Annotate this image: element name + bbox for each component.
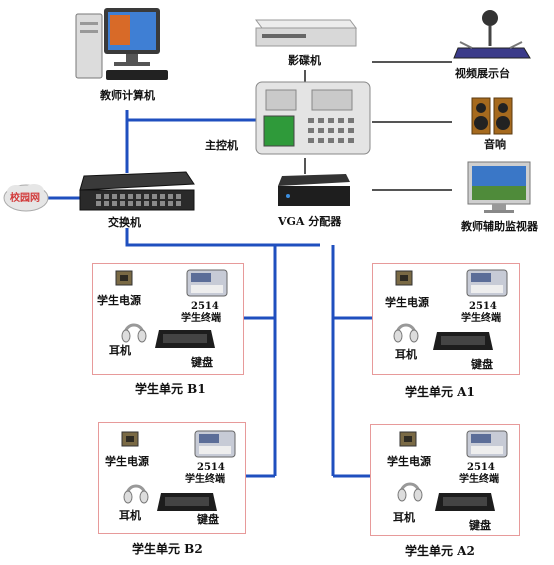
keyboard-label: 键盘 — [471, 358, 493, 371]
student-terminal-label: 学生终端 — [185, 474, 225, 485]
student-unit-a1[interactable]: 学生电源 2514 学生终端 耳机 键盘 — [372, 263, 520, 375]
student-unit-a1-title: 学生单元 A1 — [405, 385, 475, 399]
visualizer-icon[interactable] — [452, 4, 532, 64]
student-terminal-label: 学生终端 — [181, 313, 221, 324]
headphones-label: 耳机 — [109, 344, 131, 357]
student-terminal-icon — [186, 269, 228, 297]
student-unit-b2[interactable]: 学生电源 2514 学生终端 耳机 键盘 — [98, 422, 246, 534]
keyboard-icon — [155, 330, 215, 348]
student-power-label: 学生电源 — [97, 294, 141, 307]
student-power-icon — [115, 270, 133, 286]
terminal-model-label: 2514 — [469, 301, 497, 312]
keyboard-label: 键盘 — [197, 513, 219, 526]
speaker-icon[interactable] — [470, 96, 516, 136]
student-unit-a2[interactable]: 学生电源 2514 学生终端 耳机 键盘 — [370, 424, 520, 536]
keyboard-icon — [433, 332, 493, 350]
headphones-label: 耳机 — [119, 509, 141, 522]
campus-network-label: 校园网 — [10, 193, 40, 204]
main-controller-label: 主控机 — [205, 139, 238, 152]
headphones-label: 耳机 — [393, 511, 415, 524]
student-unit-b2-title: 学生单元 B2 — [132, 542, 203, 556]
headphones-icon — [121, 323, 147, 343]
student-terminal-icon — [466, 430, 508, 458]
keyboard-icon — [435, 493, 495, 511]
student-terminal-icon — [194, 430, 236, 458]
terminal-model-label: 2514 — [191, 301, 219, 312]
campus-network-icon[interactable] — [2, 180, 50, 214]
vga-splitter-label: VGA 分配器 — [278, 215, 342, 228]
headphones-icon — [123, 484, 149, 504]
video-player-label: 影碟机 — [288, 54, 321, 67]
switch-label: 交换机 — [108, 216, 141, 229]
student-terminal-label: 学生终端 — [461, 313, 501, 324]
headphones-label: 耳机 — [395, 348, 417, 361]
teacher-pc-icon[interactable] — [74, 6, 174, 84]
terminal-model-label: 2514 — [467, 462, 495, 473]
student-power-label: 学生电源 — [105, 455, 149, 468]
vga-splitter-icon[interactable] — [272, 172, 352, 210]
student-power-label: 学生电源 — [387, 455, 431, 468]
terminal-model-label: 2514 — [197, 462, 225, 473]
student-power-icon — [399, 431, 417, 447]
student-power-label: 学生电源 — [385, 296, 429, 309]
main-controller-icon[interactable] — [252, 80, 374, 158]
keyboard-label: 键盘 — [469, 519, 491, 532]
teacher-monitor-icon[interactable] — [466, 160, 532, 216]
switch-to-bus-wire — [125, 228, 320, 247]
student-power-icon — [121, 431, 139, 447]
visualizer-label: 视频展示台 — [455, 67, 510, 80]
teacher-pc-label: 教师计算机 — [100, 89, 155, 102]
headphones-icon — [393, 323, 419, 343]
keyboard-icon — [157, 493, 217, 511]
student-unit-b1[interactable]: 学生电源 2514 学生终端 耳机 键盘 — [92, 263, 244, 375]
student-unit-a2-title: 学生单元 A2 — [405, 544, 475, 558]
student-terminal-label: 学生终端 — [459, 474, 499, 485]
switch-to-controller-wire — [125, 118, 258, 145]
student-unit-b1-title: 学生单元 B1 — [135, 382, 206, 396]
video-player-icon[interactable] — [250, 12, 360, 50]
keyboard-label: 键盘 — [191, 356, 213, 369]
speaker-label: 音响 — [484, 138, 506, 151]
teacher-monitor-label: 教师辅助监视器 — [461, 220, 538, 233]
headphones-icon — [397, 482, 423, 502]
switch-icon[interactable] — [76, 170, 196, 214]
student-power-icon — [395, 270, 413, 286]
student-terminal-icon — [466, 269, 508, 297]
